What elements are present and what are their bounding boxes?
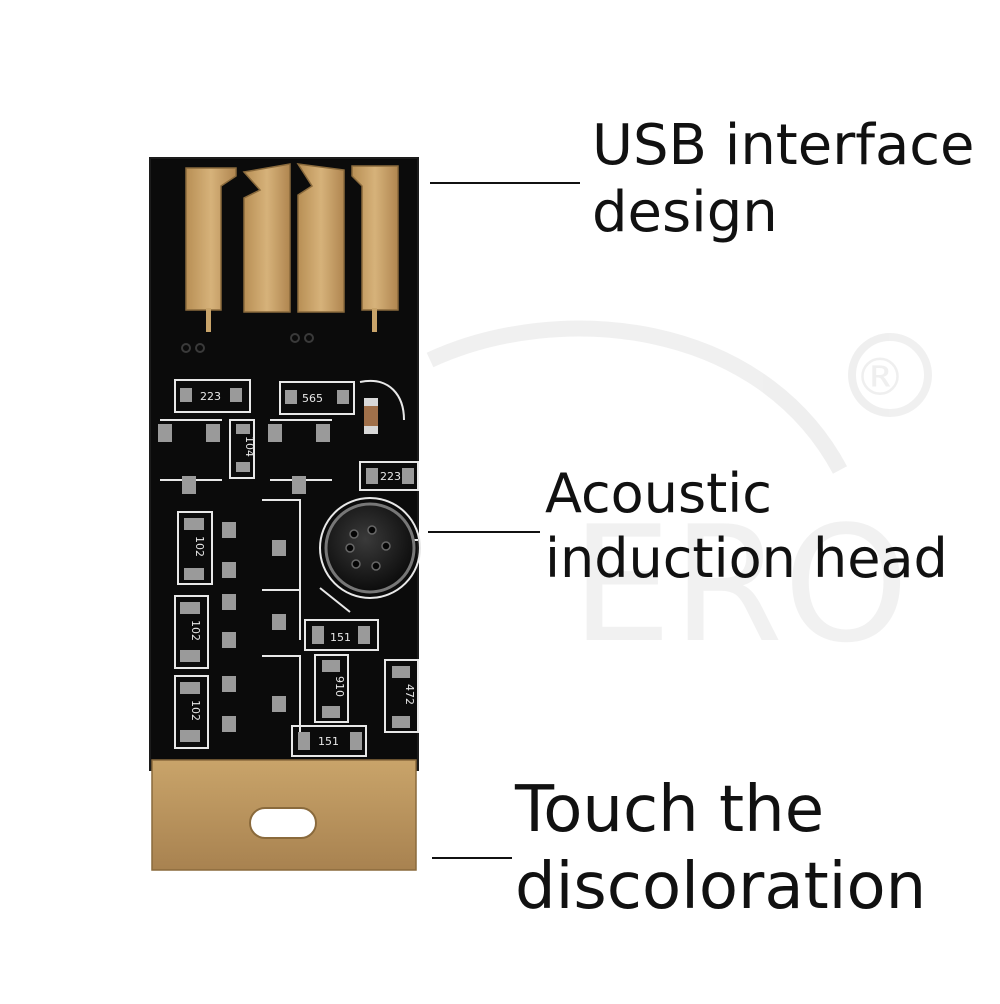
callout-touch-line2: discoloration	[515, 849, 927, 924]
capacitor	[364, 398, 378, 434]
callout-usb-line2: design	[592, 180, 778, 246]
callout-usb-interface: USB interface design	[592, 112, 975, 246]
label-r11: 151	[318, 735, 339, 748]
microphone	[319, 497, 421, 599]
callout-line-usb	[430, 182, 580, 184]
watermark-registered: ®	[854, 348, 906, 408]
callout-line-touch	[432, 857, 512, 859]
label-r2: 565	[302, 392, 323, 405]
label-r6: 102	[189, 620, 202, 641]
label-r4: 223	[380, 470, 401, 483]
callout-line-acoustic	[428, 531, 540, 533]
callout-acoustic-head: Acoustic induction head	[545, 462, 948, 592]
usb-contacts	[185, 163, 399, 332]
label-r1: 223	[200, 390, 221, 403]
label-r9: 910	[333, 676, 346, 697]
label-r10: 472	[403, 684, 416, 705]
watermark-brand: ERO	[571, 491, 909, 678]
callout-usb-line1: USB interface	[592, 113, 975, 178]
solder-pads	[158, 388, 414, 750]
lanyard-hole	[249, 807, 317, 839]
callout-touch-line1: Touch the	[515, 773, 825, 847]
watermark	[426, 320, 932, 474]
label-r7: 102	[189, 700, 202, 721]
label-r8: 151	[330, 631, 351, 644]
label-r5: 102	[193, 536, 206, 557]
callout-acoustic-line2: induction head	[545, 526, 948, 590]
callout-touch-discoloration: Touch the discoloration	[515, 772, 926, 926]
callout-acoustic-line1: Acoustic	[545, 462, 772, 525]
label-r3: 104	[243, 436, 256, 457]
vias	[181, 333, 314, 353]
component-labels: 223 565 104 223 102 102 102 151 910 472 …	[189, 390, 416, 748]
